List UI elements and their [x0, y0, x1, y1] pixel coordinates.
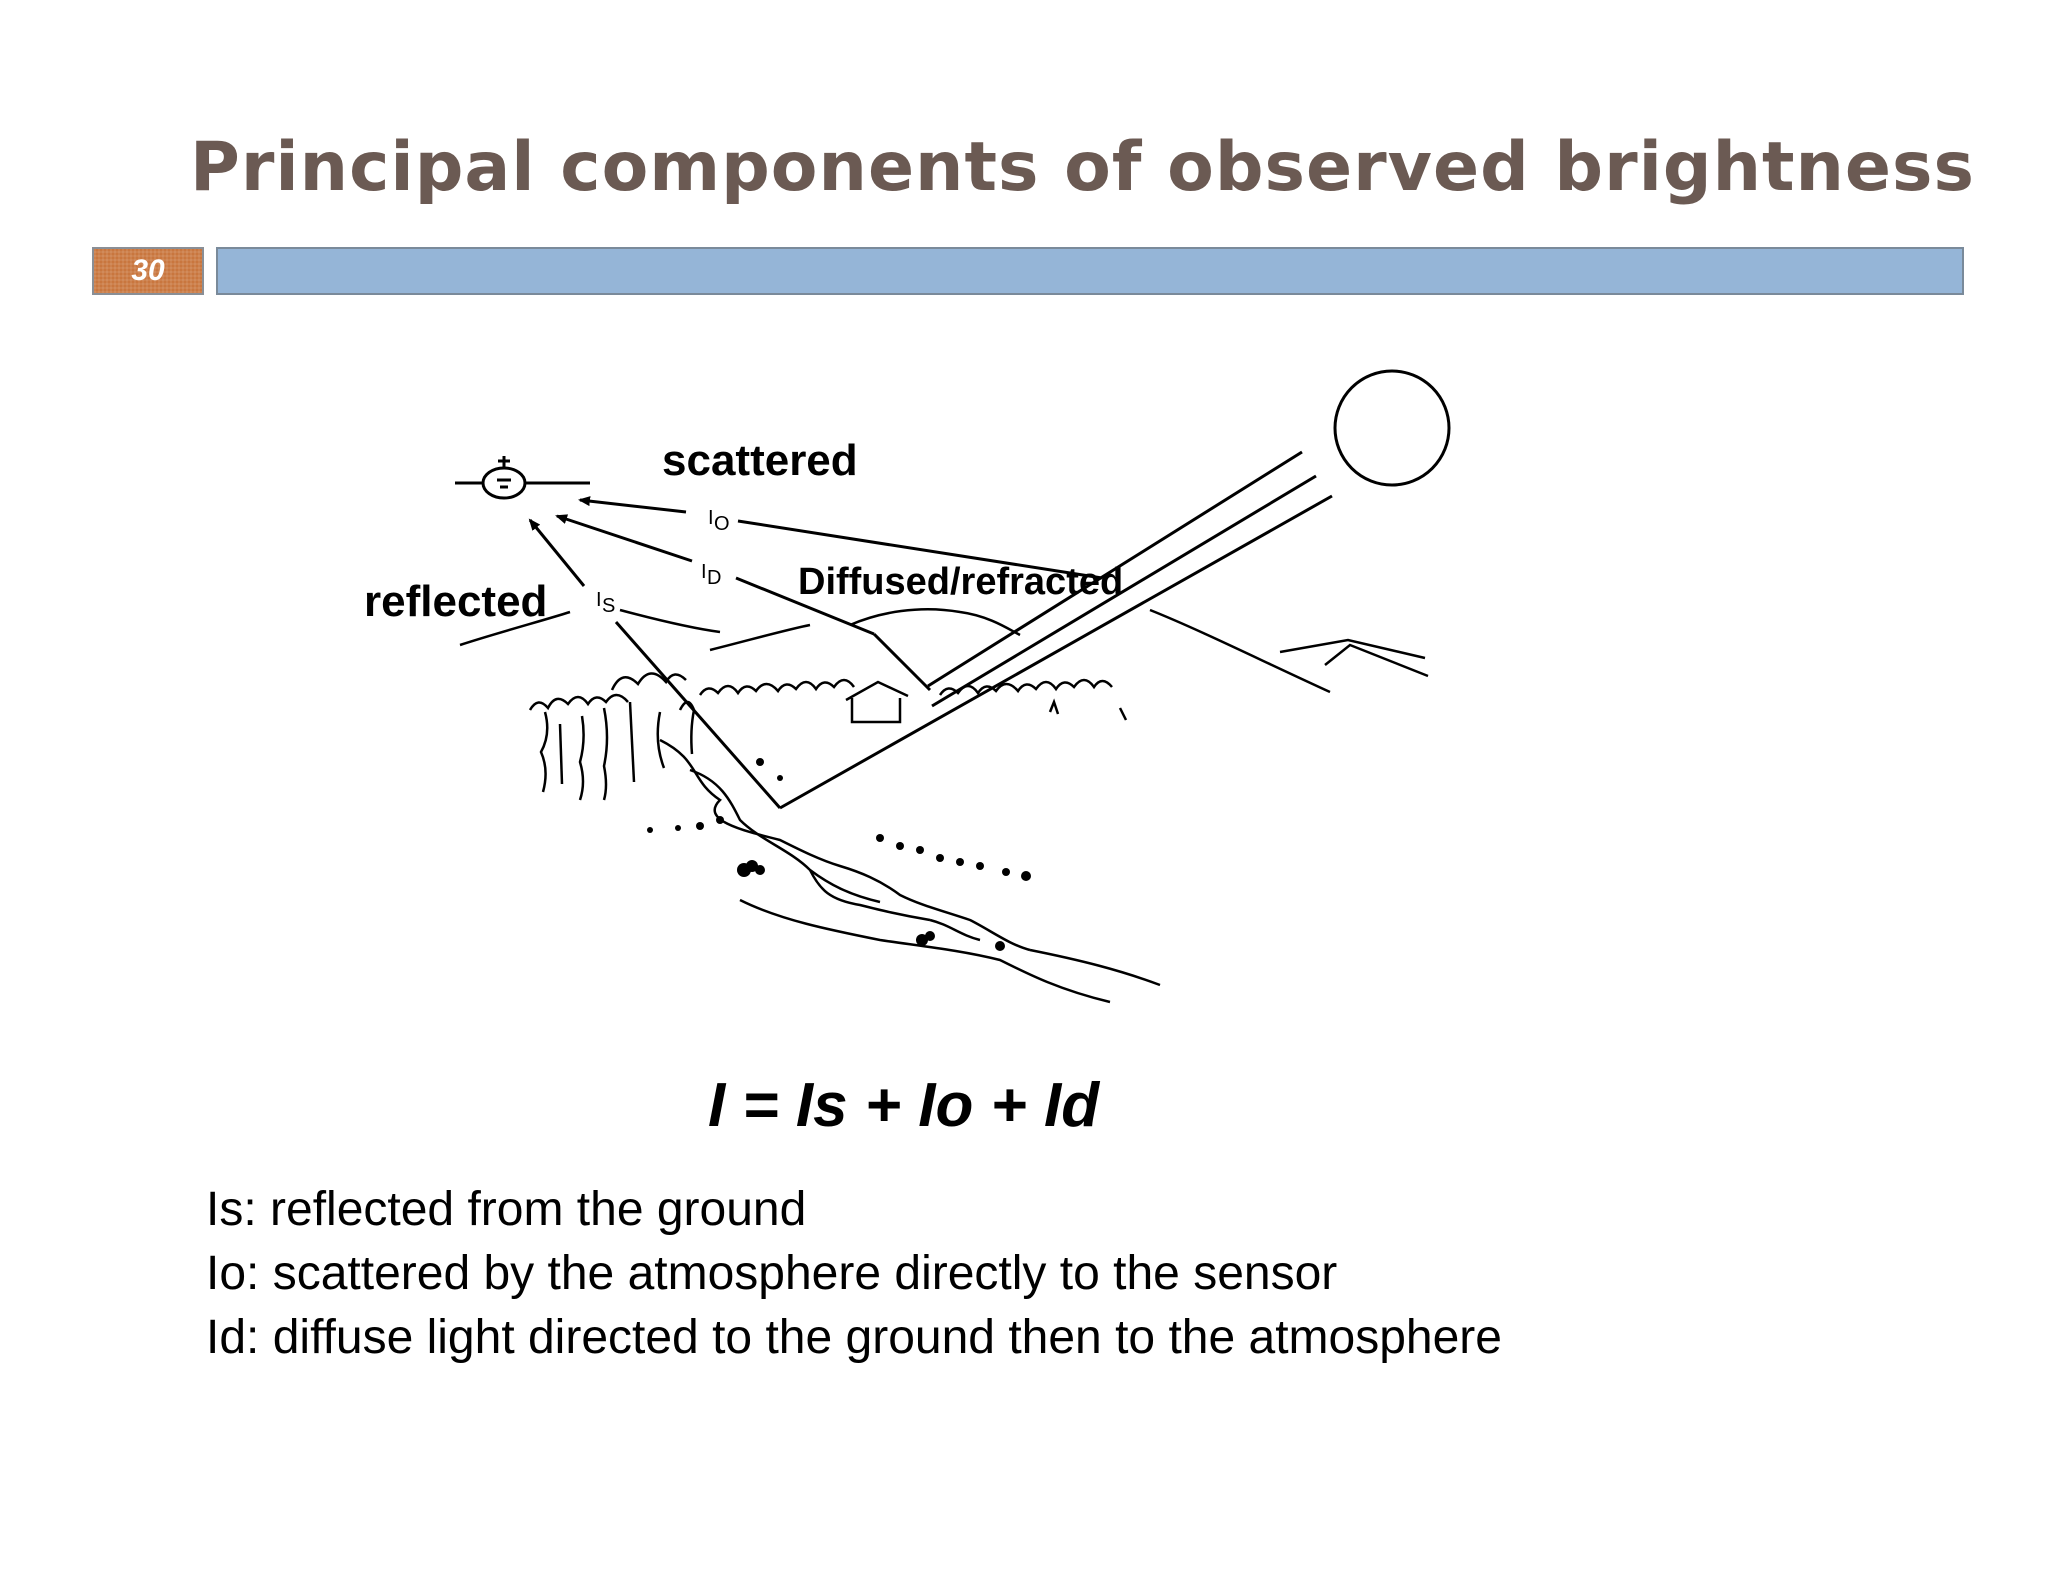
- io-path: [578, 496, 1103, 580]
- house-icon: [845, 680, 909, 724]
- brightness-formula: I = Is + Io + Id: [708, 1071, 1100, 1140]
- mountains: [459, 607, 1429, 694]
- shrubs: [647, 758, 1031, 951]
- satellite-icon: [455, 456, 590, 500]
- scattered-label: scattered: [662, 436, 858, 485]
- tree-line: [528, 672, 1128, 801]
- svg-text:D: D: [707, 567, 721, 589]
- svg-text:S: S: [602, 595, 615, 617]
- slide-title: Principal components of observed brightn…: [190, 128, 1976, 207]
- sun-icon: [1333, 369, 1451, 487]
- id-symbol: I D: [701, 561, 721, 589]
- diffused-label: Diffused/refracted: [798, 561, 1123, 603]
- page-number-badge: 30: [92, 247, 204, 295]
- legend-item-io: Io: scattered by the atmosphere directly…: [206, 1247, 1338, 1300]
- svg-text:I: I: [701, 561, 707, 583]
- river: [659, 738, 1161, 1004]
- is-symbol: I S: [596, 589, 615, 617]
- title-bar: [216, 247, 1964, 295]
- sun-rays: [779, 450, 1333, 810]
- io-symbol: I O: [708, 507, 730, 535]
- reflected-label: reflected: [364, 577, 547, 626]
- legend-item-is: Is: reflected from the ground: [206, 1183, 807, 1236]
- svg-text:I: I: [596, 589, 602, 611]
- svg-text:I: I: [708, 507, 714, 529]
- svg-text:O: O: [714, 513, 730, 535]
- legend-item-id: Id: diffuse light directed to the ground…: [206, 1311, 1502, 1364]
- is-path: [528, 518, 782, 809]
- legend: Is: reflected from the ground Io: scatte…: [206, 1178, 1502, 1370]
